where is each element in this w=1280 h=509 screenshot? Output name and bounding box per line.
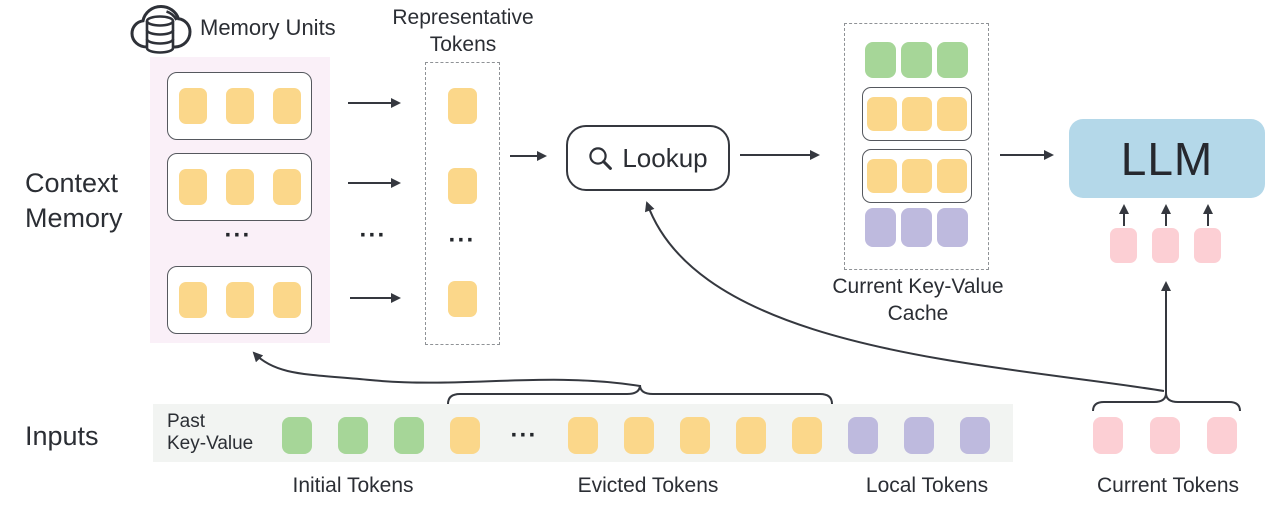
local-tokens-label: Local Tokens	[865, 474, 989, 497]
past-kv-line1: Past	[167, 411, 206, 432]
y-token	[867, 159, 897, 193]
p-token	[960, 417, 990, 454]
y-token	[450, 417, 480, 454]
pk-token	[1207, 417, 1237, 454]
llm-box: LLM	[1069, 119, 1265, 198]
evicted-tokens-label: Evicted Tokens	[577, 474, 719, 497]
current-token-sequence	[1093, 417, 1237, 454]
pk-token	[1110, 228, 1137, 263]
memory-panel-ellipsis: ···	[224, 222, 252, 249]
y-token	[272, 88, 301, 124]
cache-memory-unit-2	[862, 149, 972, 203]
context-memory-line2: Memory	[25, 203, 123, 233]
representative-tokens-label: Representative Tokens	[385, 4, 541, 58]
context-memory-label: Context Memory	[25, 166, 123, 236]
y-token	[792, 417, 822, 454]
past-kv-line2: Key-Value	[167, 433, 254, 454]
lookup-label: Lookup	[622, 142, 708, 173]
representative-tokens-box: ···	[425, 62, 500, 345]
y-token	[225, 169, 254, 205]
search-icon	[589, 146, 613, 170]
cache-memory-unit-1	[862, 87, 972, 141]
p-token	[901, 208, 932, 247]
p-token	[904, 417, 934, 454]
memory-cloud-database-icon	[130, 4, 192, 54]
memory-unit-1	[167, 72, 312, 140]
inputs-label: Inputs	[25, 421, 99, 451]
cache-label-line1: Current Key-Value	[832, 275, 1004, 298]
context-memory-panel	[150, 57, 330, 343]
p-token	[937, 208, 968, 247]
cache-initial-row	[845, 42, 988, 78]
y-token	[178, 169, 207, 205]
representative-token-3	[448, 281, 477, 317]
current-tokens-label: Current Tokens	[1096, 474, 1240, 497]
p-token	[848, 417, 878, 454]
current-tokens-brace	[1092, 392, 1241, 412]
pk-token	[1150, 417, 1180, 454]
past-key-value-label: Past Key-Value	[167, 411, 253, 455]
current-kv-cache-label: Current Key-Value Cache	[820, 273, 1016, 327]
pk-token	[1194, 228, 1221, 263]
representative-line1: Representative	[392, 6, 534, 29]
representative-token-1	[448, 88, 477, 124]
y-token	[272, 282, 301, 318]
y-token	[568, 417, 598, 454]
pk-token	[1093, 417, 1123, 454]
p-token	[865, 208, 896, 247]
memory-unit-3	[167, 266, 312, 334]
g-token	[901, 42, 932, 78]
initial-tokens-label: Initial Tokens	[292, 474, 414, 497]
y-token	[902, 97, 932, 131]
curve-evicted-to-memory	[252, 351, 641, 387]
y-token	[178, 88, 207, 124]
y-token	[937, 159, 967, 193]
ellipsis: ···	[510, 422, 538, 449]
representative-token-2	[448, 168, 477, 204]
representative-line2: Tokens	[429, 33, 497, 56]
memory-units-label: Memory Units	[200, 15, 336, 40]
pk-token	[1152, 228, 1179, 263]
evicted-tokens-brace	[447, 384, 833, 405]
g-token	[394, 417, 424, 454]
cache-local-row	[845, 208, 988, 247]
memory-unit-2	[167, 153, 312, 221]
y-token	[867, 97, 897, 131]
y-token	[736, 417, 766, 454]
arrows-column-ellipsis: ···	[359, 222, 387, 249]
y-token	[272, 169, 301, 205]
cache-label-line2: Cache	[887, 302, 949, 325]
y-token	[178, 282, 207, 318]
input-token-sequence: ···	[282, 417, 990, 454]
lookup-button: Lookup	[566, 125, 730, 191]
y-token	[225, 88, 254, 124]
llm-label: LLM	[1120, 132, 1214, 185]
context-memory-line1: Context	[25, 168, 119, 198]
g-token	[865, 42, 896, 78]
g-token	[282, 417, 312, 454]
current-kv-cache-box	[844, 23, 989, 270]
llm-input-tokens	[1110, 228, 1221, 263]
y-token	[937, 97, 967, 131]
representative-ellipsis: ···	[448, 227, 476, 254]
g-token	[937, 42, 968, 78]
g-token	[338, 417, 368, 454]
y-token	[225, 282, 254, 318]
y-token	[680, 417, 710, 454]
y-token	[624, 417, 654, 454]
y-token	[902, 159, 932, 193]
